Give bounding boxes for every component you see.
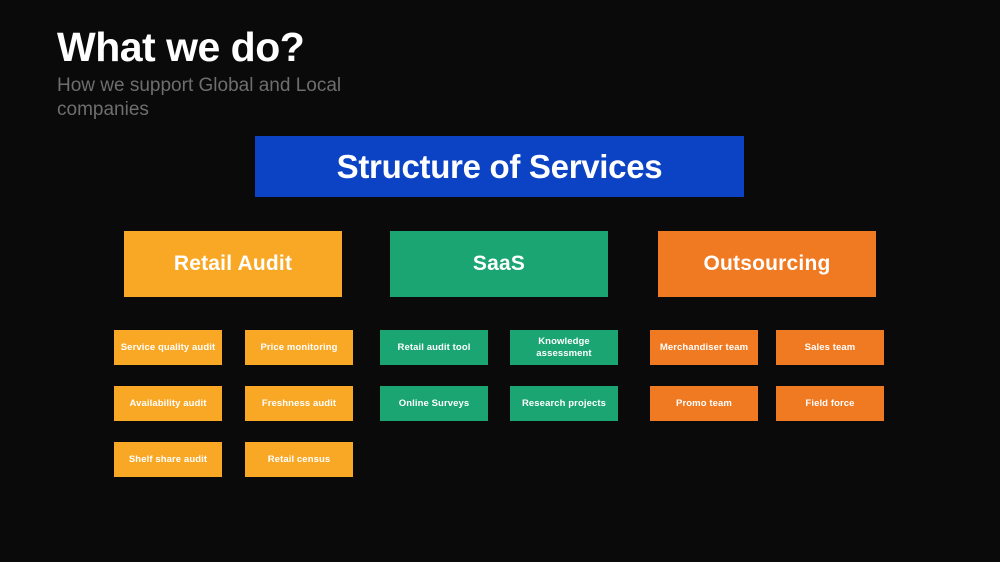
- category-card-retail-audit[interactable]: Retail Audit: [124, 231, 342, 297]
- service-box-availability-audit[interactable]: Availability audit: [114, 386, 222, 421]
- service-label-merchandiser-team: Merchandiser team: [659, 341, 749, 353]
- page-subtitle: How we support Global and Local companie…: [57, 75, 342, 120]
- structure-of-services-label: Structure of Services: [336, 148, 663, 185]
- service-box-merchandiser-team[interactable]: Merchandiser team: [650, 330, 758, 365]
- service-box-research-projects[interactable]: Research projects: [510, 386, 618, 421]
- service-box-service-quality-audit[interactable]: Service quality audit: [114, 330, 222, 365]
- service-label-availability-audit: Availability audit: [129, 397, 207, 409]
- service-box-freshness-audit[interactable]: Freshness audit: [245, 386, 353, 421]
- service-box-knowledge-assessment[interactable]: Knowledge assessment: [510, 330, 618, 365]
- service-box-retail-census[interactable]: Retail census: [245, 442, 353, 477]
- service-box-sales-team[interactable]: Sales team: [776, 330, 884, 365]
- service-label-knowledge-assessment: Knowledge assessment: [536, 335, 592, 359]
- service-label-research-projects: Research projects: [521, 397, 607, 409]
- service-label-field-force: Field force: [805, 397, 855, 409]
- service-label-sales-team: Sales team: [804, 341, 856, 353]
- service-label-price-monitoring: Price monitoring: [260, 341, 338, 353]
- service-label-online-surveys: Online Surveys: [398, 397, 470, 409]
- category-card-saas[interactable]: SaaS: [390, 231, 608, 297]
- category-header-row: Retail Audit SaaS Outsourcing: [124, 231, 876, 297]
- service-label-freshness-audit: Freshness audit: [261, 397, 337, 409]
- service-box-field-force[interactable]: Field force: [776, 386, 884, 421]
- service-box-shelf-share-audit[interactable]: Shelf share audit: [114, 442, 222, 477]
- page-title: What we do?: [57, 24, 305, 70]
- service-box-price-monitoring[interactable]: Price monitoring: [245, 330, 353, 365]
- service-box-retail-audit-tool[interactable]: Retail audit tool: [380, 330, 488, 365]
- category-card-outsourcing[interactable]: Outsourcing: [658, 231, 876, 297]
- service-label-shelf-share-audit: Shelf share audit: [128, 453, 208, 465]
- service-label-promo-team: Promo team: [676, 397, 732, 409]
- slide-header: What we do? How we support Global and Lo…: [57, 27, 657, 122]
- category-label-retail-audit: Retail Audit: [173, 252, 293, 276]
- structure-of-services-banner: Structure of Services: [255, 136, 744, 197]
- service-label-retail-audit-tool: Retail audit tool: [397, 341, 471, 353]
- service-box-promo-team[interactable]: Promo team: [650, 386, 758, 421]
- category-label-saas: SaaS: [472, 252, 526, 276]
- service-box-online-surveys[interactable]: Online Surveys: [380, 386, 488, 421]
- service-label-service-quality-audit: Service quality audit: [120, 341, 216, 353]
- category-label-outsourcing: Outsourcing: [703, 252, 831, 276]
- service-label-retail-census: Retail census: [267, 453, 331, 465]
